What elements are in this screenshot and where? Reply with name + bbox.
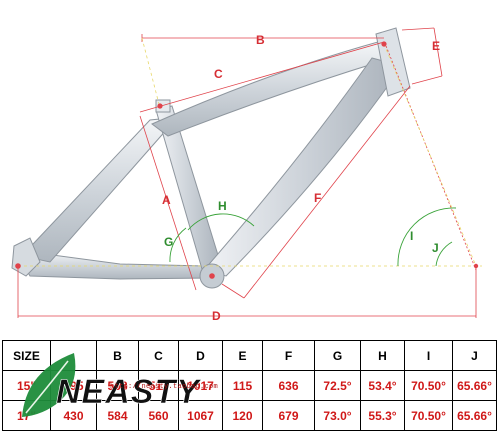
table-cell: 73.0°	[314, 400, 361, 431]
table-cell: 70.50°	[404, 400, 453, 431]
header-cell: I	[404, 340, 453, 371]
table-cell: 53.4°	[360, 370, 405, 401]
bike-frame	[11, 27, 411, 289]
frame-geometry-diagram: B C E A F D G H I J	[11, 27, 482, 323]
label-E: E	[432, 39, 440, 53]
table-cell: 65.66°	[452, 400, 497, 431]
dimension-lines	[17, 27, 477, 318]
dimension-markers	[15, 41, 479, 279]
table-cell: 679	[262, 400, 315, 431]
header-cell: F	[262, 340, 315, 371]
table-cell: 395	[50, 370, 97, 401]
reference-lines	[18, 37, 482, 267]
label-D: D	[212, 309, 221, 323]
table-cell: 1067	[178, 400, 223, 431]
angle-arcs	[169, 207, 457, 267]
table-cell: 511	[138, 370, 179, 401]
table-cell: 65.66°	[452, 370, 497, 401]
table-cell: 584	[96, 400, 139, 431]
header-cell: J	[452, 340, 497, 371]
table-cell: 115	[222, 370, 263, 401]
label-J: J	[432, 241, 439, 255]
table-cell: 70.50°	[404, 370, 453, 401]
table-cell: 72.5°	[314, 370, 361, 401]
header-cell: E	[222, 340, 263, 371]
table-cell: 568	[96, 370, 139, 401]
label-C: C	[214, 67, 223, 81]
header-cell: H	[360, 340, 405, 371]
table-cell: 120	[222, 400, 263, 431]
table-cell: 636	[262, 370, 315, 401]
table-cell: 15"	[2, 370, 51, 401]
label-B: B	[256, 33, 265, 47]
table-cell: 1017	[178, 370, 223, 401]
table-cell: 430	[50, 400, 97, 431]
geometry-table: SIZE B C D E F G H I J 15" 395 568 511 1…	[2, 340, 497, 431]
label-G: G	[164, 235, 173, 249]
header-cell: G	[314, 340, 361, 371]
label-A: A	[162, 193, 171, 207]
label-I: I	[410, 229, 413, 243]
table-row: 17" 430 584 560 1067 120 679 73.0° 55.3°…	[2, 400, 497, 431]
label-F: F	[314, 191, 321, 205]
header-cell: D	[178, 340, 223, 371]
table-row: 15" 395 568 511 1017 115 636 72.5° 53.4°…	[2, 370, 497, 401]
header-cell: B	[96, 340, 139, 371]
table-cell: 17"	[2, 400, 51, 431]
table-cell: 55.3°	[360, 400, 405, 431]
table-header-row: SIZE B C D E F G H I J	[2, 340, 497, 371]
table-cell: 560	[138, 400, 179, 431]
label-H: H	[218, 199, 227, 213]
header-cell: SIZE	[2, 340, 51, 371]
header-cell: C	[138, 340, 179, 371]
header-cell	[50, 340, 97, 371]
